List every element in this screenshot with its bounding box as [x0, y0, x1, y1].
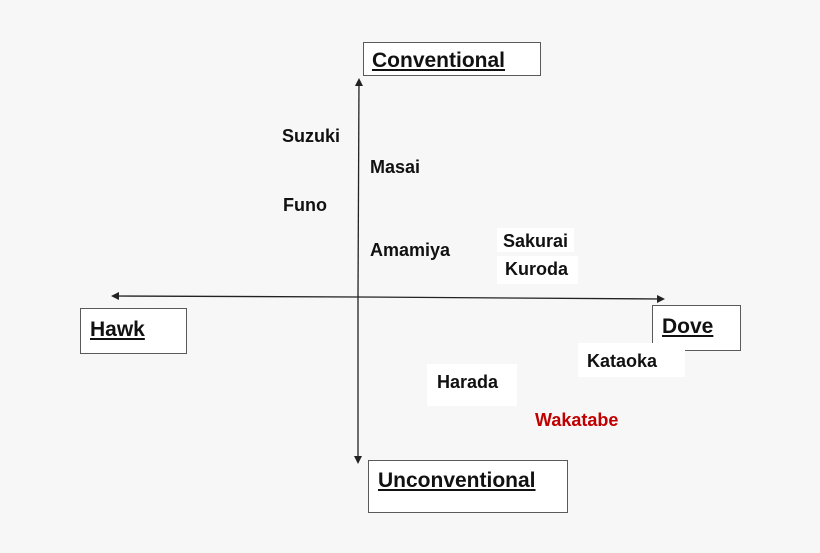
axis-label-unconventional: Unconventional	[368, 460, 568, 513]
name-funo: Funo	[283, 195, 327, 215]
name-suzuki: Suzuki	[282, 126, 341, 146]
horizontal-axis-line-right	[357, 294, 665, 303]
axis-label-conventional: Conventional	[363, 42, 541, 76]
vertical-axis-line	[354, 78, 363, 298]
horizontal-axis-line	[111, 292, 359, 301]
name-masai: Masai	[370, 157, 421, 177]
name-kataoka: Kataoka	[578, 343, 686, 377]
name-kuroda: Kuroda	[497, 256, 578, 284]
name-harada: Harada	[427, 364, 518, 406]
axis-label-dove: Dove	[652, 305, 741, 351]
axis-label-conventional-text: Conventional	[372, 49, 506, 72]
name-wakatabe: Wakatabe	[535, 410, 619, 430]
name-sakurai: Sakurai	[497, 228, 575, 252]
axis-label-dove-text: Dove	[662, 315, 714, 338]
axis-label-unconventional-text: Unconventional	[378, 469, 536, 492]
axis-label-hawk-text: Hawk	[90, 318, 145, 341]
axis-label-hawk: Hawk	[80, 308, 187, 354]
name-amamiya: Amamiya	[370, 240, 451, 260]
